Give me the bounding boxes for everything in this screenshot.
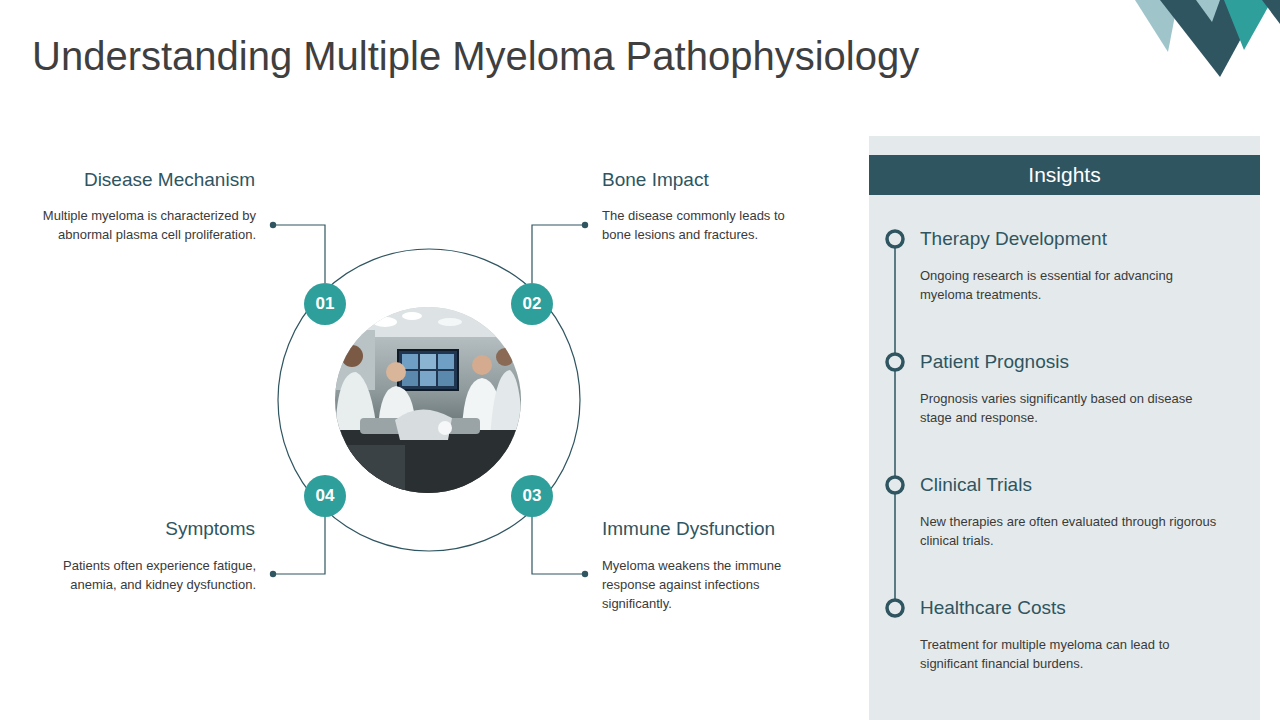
insights-panel: Therapy DevelopmentOngoing research is e… xyxy=(869,136,1260,720)
step-number: 03 xyxy=(511,475,553,517)
insight-heading: Healthcare Costs xyxy=(920,596,1240,620)
insight-heading: Patient Prognosis xyxy=(920,350,1240,374)
panel-header: Insights xyxy=(869,155,1260,195)
slide-title: Understanding Multiple Myeloma Pathophys… xyxy=(32,32,919,80)
step-number-circle: 02 xyxy=(511,283,553,325)
section-text: Patients often experience fatigue, anemi… xyxy=(25,556,256,594)
step-number: 01 xyxy=(304,283,346,325)
step-number: 02 xyxy=(511,283,553,325)
insight-text: Treatment for multiple myeloma can lead … xyxy=(920,635,1220,673)
leader-dots xyxy=(270,222,588,577)
timeline-line xyxy=(894,239,896,608)
corner-decoration xyxy=(1135,0,1280,77)
section-heading: Bone Impact xyxy=(602,168,842,192)
insight-heading: Therapy Development xyxy=(920,227,1240,251)
insight-heading: Clinical Trials xyxy=(920,473,1240,497)
leader-lines xyxy=(273,225,585,574)
section-heading: Immune Dysfunction xyxy=(602,517,842,541)
panel-title: Insights xyxy=(869,155,1260,195)
insight-text: Ongoing research is essential for advanc… xyxy=(920,266,1220,304)
section-heading: Disease Mechanism xyxy=(25,168,255,192)
insight-text: Prognosis varies significantly based on … xyxy=(920,389,1220,427)
lab-photo xyxy=(335,307,522,493)
step-number-circle: 04 xyxy=(304,475,346,517)
outer-ring xyxy=(278,249,580,551)
section-text: Multiple myeloma is characterized by abn… xyxy=(25,206,256,244)
section-heading: Symptoms xyxy=(25,517,255,541)
insight-text: New therapies are often evaluated throug… xyxy=(920,512,1220,550)
section-text: The disease commonly leads to bone lesio… xyxy=(602,206,812,244)
step-number: 04 xyxy=(304,475,346,517)
step-number-circle: 01 xyxy=(304,283,346,325)
timeline-markers xyxy=(887,231,903,616)
section-text: Myeloma weakens the immune response agai… xyxy=(602,556,812,613)
step-number-circle: 03 xyxy=(511,475,553,517)
